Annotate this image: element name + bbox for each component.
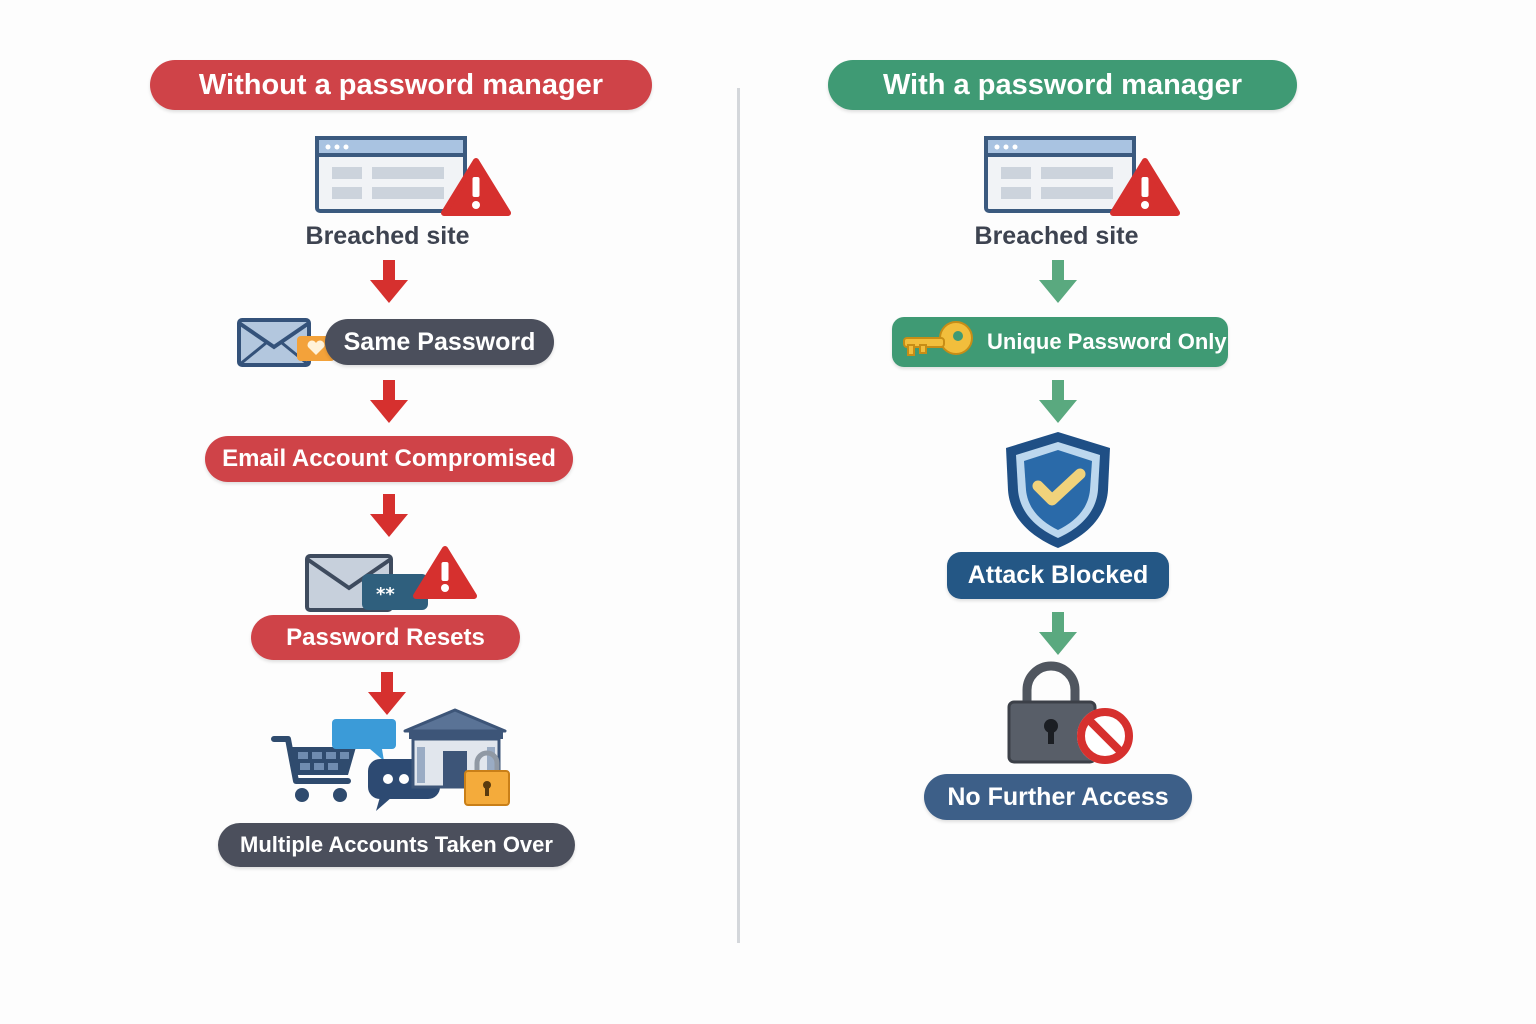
password-reset-icon: ** (305, 546, 477, 612)
bank-padlock-icon (403, 708, 510, 806)
password-resets-pill: Password Resets (251, 615, 520, 660)
svg-text:**: ** (376, 584, 395, 605)
shield-check-icon (1006, 432, 1110, 548)
right-header: With a password manager (828, 60, 1297, 110)
arrow-down-icon (370, 494, 408, 537)
arrow-down-icon (1039, 612, 1077, 655)
arrow-down-icon (1039, 380, 1077, 423)
right-breached-caption: Breached site (974, 222, 1139, 250)
attack-blocked-pill: Attack Blocked (947, 552, 1169, 599)
shopping-cart-icon (271, 736, 356, 802)
same-password-pill: Same Password (325, 319, 554, 365)
no-further-access-pill: No Further Access (924, 774, 1192, 820)
arrow-down-icon (370, 380, 408, 423)
multiple-accounts-pill: Multiple Accounts Taken Over (218, 823, 575, 867)
left-breached-caption: Breached site (305, 222, 470, 250)
breached-site-icon (984, 136, 1180, 216)
padlock-no-entry-icon (1007, 661, 1133, 764)
email-compromised-pill: Email Account Compromised (205, 436, 573, 482)
gold-key-icon (903, 321, 973, 356)
left-header: Without a password manager (150, 60, 652, 110)
arrow-down-icon (368, 672, 406, 715)
arrow-down-icon (370, 260, 408, 303)
arrow-down-icon (1039, 260, 1077, 303)
breached-site-icon (315, 136, 511, 216)
column-divider (737, 88, 740, 943)
